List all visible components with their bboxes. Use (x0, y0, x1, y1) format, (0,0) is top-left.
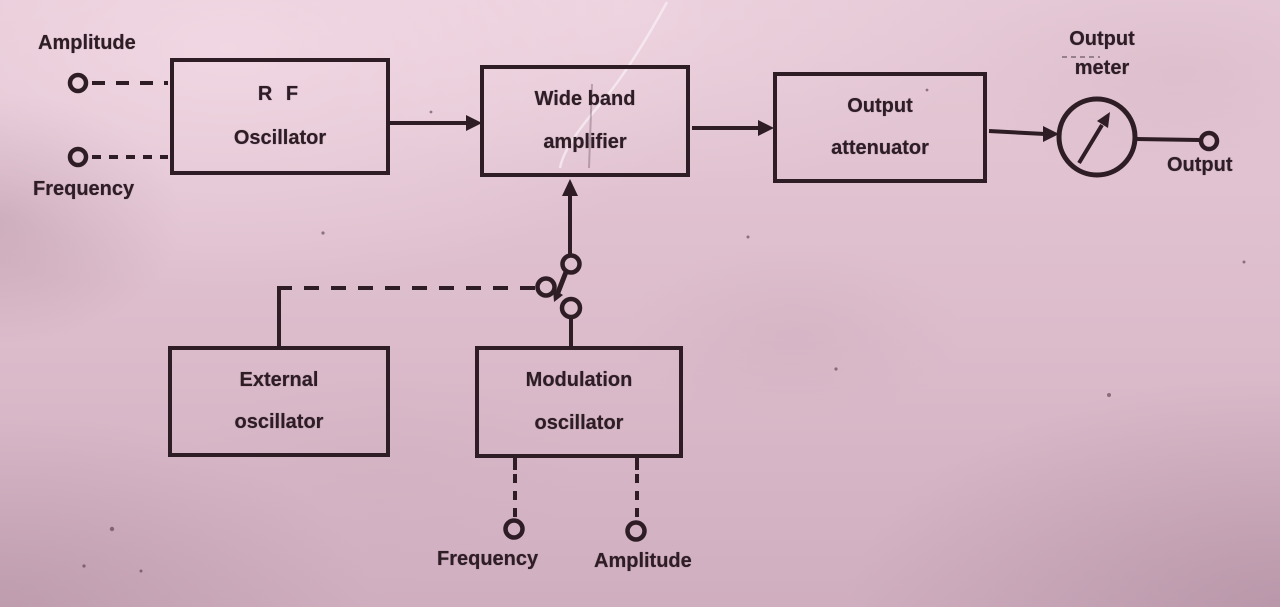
block-output-attenuator: Output attenuator (773, 72, 987, 183)
wire-attenuator-to-meter (988, 126, 1059, 142)
block-modulation-oscillator: Modulation oscillator (475, 346, 683, 458)
block-modulation-oscillator-line1: Modulation (525, 369, 633, 392)
terminal-output (1198, 130, 1220, 152)
block-rf-oscillator: R F Oscillator (170, 58, 390, 175)
meter-needle-arrowhead (1097, 112, 1110, 128)
block-rf-oscillator-line2: Oscillator (233, 127, 327, 149)
terminal-amplitude-in (67, 72, 168, 94)
block-external-oscillator: External oscillator (168, 346, 390, 457)
label-output-meter-line1: Output (1069, 28, 1135, 50)
wire-rf-to-amplifier (390, 115, 482, 131)
switch-contact-internal (560, 253, 582, 275)
block-modulation-oscillator-line2: oscillator (534, 411, 624, 434)
label-amplitude-mod: Amplitude (594, 550, 692, 572)
wire-amplifier-to-attenuator (692, 120, 774, 136)
label-amplitude-in: Amplitude (38, 32, 136, 54)
meter-needle-icon (1077, 123, 1104, 165)
terminal-frequency-mod (503, 458, 525, 540)
label-output: Output (1167, 154, 1233, 176)
wire-external-to-switch (277, 286, 536, 348)
block-external-oscillator-line1: External (239, 369, 319, 391)
block-rf-oscillator-line1: R F (257, 83, 303, 105)
modulation-selector-switch (535, 179, 583, 348)
output-meter-icon (1056, 96, 1138, 178)
block-output-attenuator-line1: Output (847, 95, 913, 117)
switch-contact-external (535, 276, 557, 298)
block-wideband-amplifier: Wide band amplifier (480, 65, 690, 177)
label-frequency-in: Frequency (33, 178, 135, 200)
block-wideband-amplifier-line1: Wide band (534, 88, 636, 111)
paper-crease (558, 1, 1100, 169)
label-output-meter-line2: meter (1074, 57, 1130, 79)
block-external-oscillator-line2: oscillator (234, 411, 324, 433)
terminal-frequency-in (67, 146, 168, 168)
label-output-meter: Output meter (1056, 25, 1148, 83)
block-output-attenuator-line2: attenuator (831, 137, 929, 159)
paper-speckles (82, 88, 1246, 573)
switch-arm (554, 271, 569, 296)
terminal-amplitude-mod (625, 458, 647, 542)
switch-pole (559, 296, 583, 320)
label-frequency-mod: Frequency (437, 548, 539, 570)
block-wideband-amplifier-line2: amplifier (543, 130, 627, 153)
wire-meter-to-output (1135, 130, 1220, 152)
